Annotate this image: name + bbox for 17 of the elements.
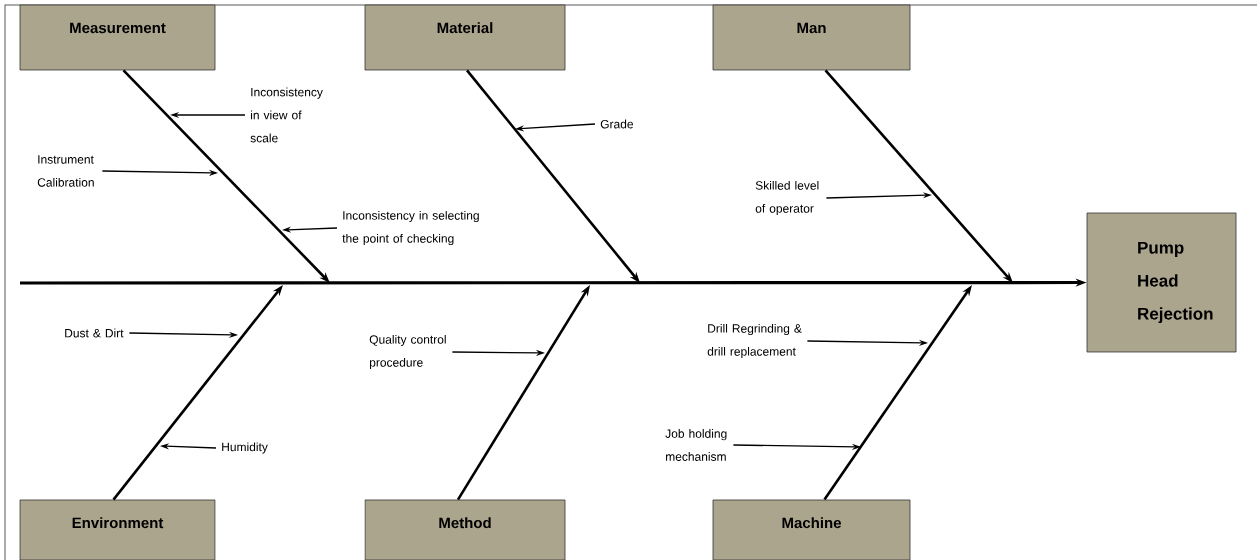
- category-box: Method: [364, 499, 566, 560]
- category-box: Man: [712, 4, 911, 71]
- cause-label: Inconsistency in view of scale: [250, 87, 323, 143]
- cause-label: Grade: [600, 119, 633, 129]
- effect-box: Pump Head Rejection: [1086, 212, 1237, 353]
- cause-label: Dust & Dirt: [65, 328, 124, 338]
- cause-label: Job holding mechanism: [665, 429, 727, 461]
- category-box: Measurement: [19, 4, 216, 71]
- category-box: Material: [364, 4, 566, 71]
- cause-label: Inconsistency in selecting the point of checking: [342, 210, 479, 246]
- cause-label: Instrument Calibration: [37, 155, 94, 187]
- cause-label: Skilled level of operator: [755, 180, 819, 216]
- category-box: Machine: [712, 499, 911, 560]
- cause-label: Quality control procedure: [369, 334, 446, 370]
- cause-label: Humidity: [222, 442, 268, 454]
- cause-label: Drill Regrinding & drill replacement: [707, 323, 802, 359]
- category-box: Environment: [19, 499, 216, 560]
